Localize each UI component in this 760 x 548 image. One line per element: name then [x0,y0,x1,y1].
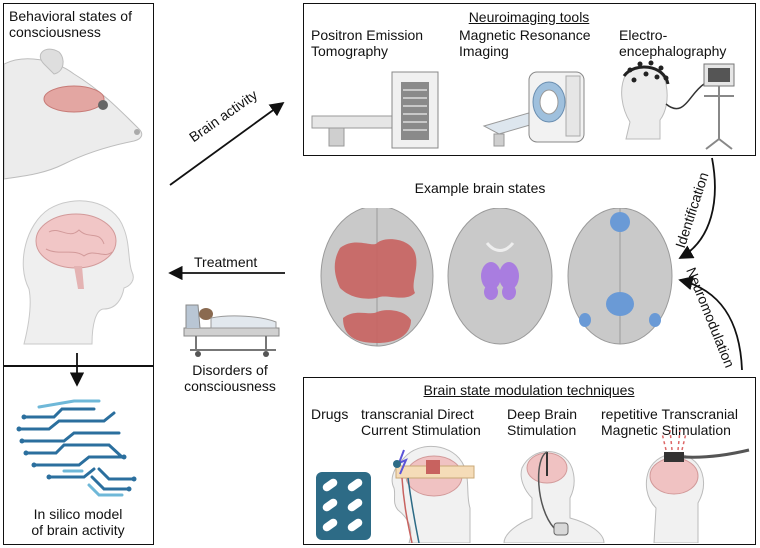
imaging-devices [311,60,735,150]
brain-frontal-activation [320,208,434,347]
treatment-label: Treatment [194,254,258,270]
mri-label: Magnetic Resonance Imaging [459,27,591,59]
in-silico-model-panel: In silico model of brain activity [3,366,154,545]
example-brain-states [320,208,673,347]
brain-subcortical-activation [447,208,553,345]
tdcs-label: transcranial Direct Current Stimulation [361,406,481,438]
tdcs-head-icon [391,445,475,543]
eeg-setup-icon [621,60,735,150]
modulation-techniques-panel: Brain state modulation techniques Drugs … [303,377,756,545]
brain-parietal-activation [567,208,673,345]
modulation-title: Brain state modulation techniques [423,382,635,398]
rtms-label: repetitive Transcranial Magnetic Stimula… [601,406,738,438]
circuit-brain-icon [16,399,137,497]
dbs-head-icon [503,451,605,543]
hospital-bed-icon [183,304,280,357]
rtms-head-icon [645,429,750,543]
rat-head-icon [4,48,143,180]
disorders-of-consciousness-caption: Disorders of consciousness [184,362,276,394]
human-head-icon [22,200,134,345]
mri-scanner-icon [482,71,585,147]
eeg-label: Electro- encephalography [619,27,727,59]
behavioral-illustrations [4,48,143,345]
drugs-label: Drugs [311,406,349,422]
neuromodulation-arrow [678,276,743,371]
neuroimaging-tools-panel: Neuroimaging tools Positron Emission Tom… [303,3,756,156]
in-silico-model-caption: In silico model of brain activity [31,506,125,538]
pill-pack-icon [316,472,371,540]
pet-label: Positron Emission Tomography [311,27,424,59]
neuroimaging-title: Neuroimaging tools [468,9,590,25]
identification-arrow [678,157,716,259]
dbs-label: Deep Brain Stimulation [507,406,578,438]
pet-scanner-icon [311,71,439,149]
behavioral-states-panel: Behavioral states of consciousness [3,3,154,366]
modulation-illustrations [316,429,750,543]
behavioral-states-title: Behavioral states of consciousness [9,8,132,40]
brain-states-title: Example brain states [414,180,546,196]
brain-activity-arrow [169,101,285,186]
